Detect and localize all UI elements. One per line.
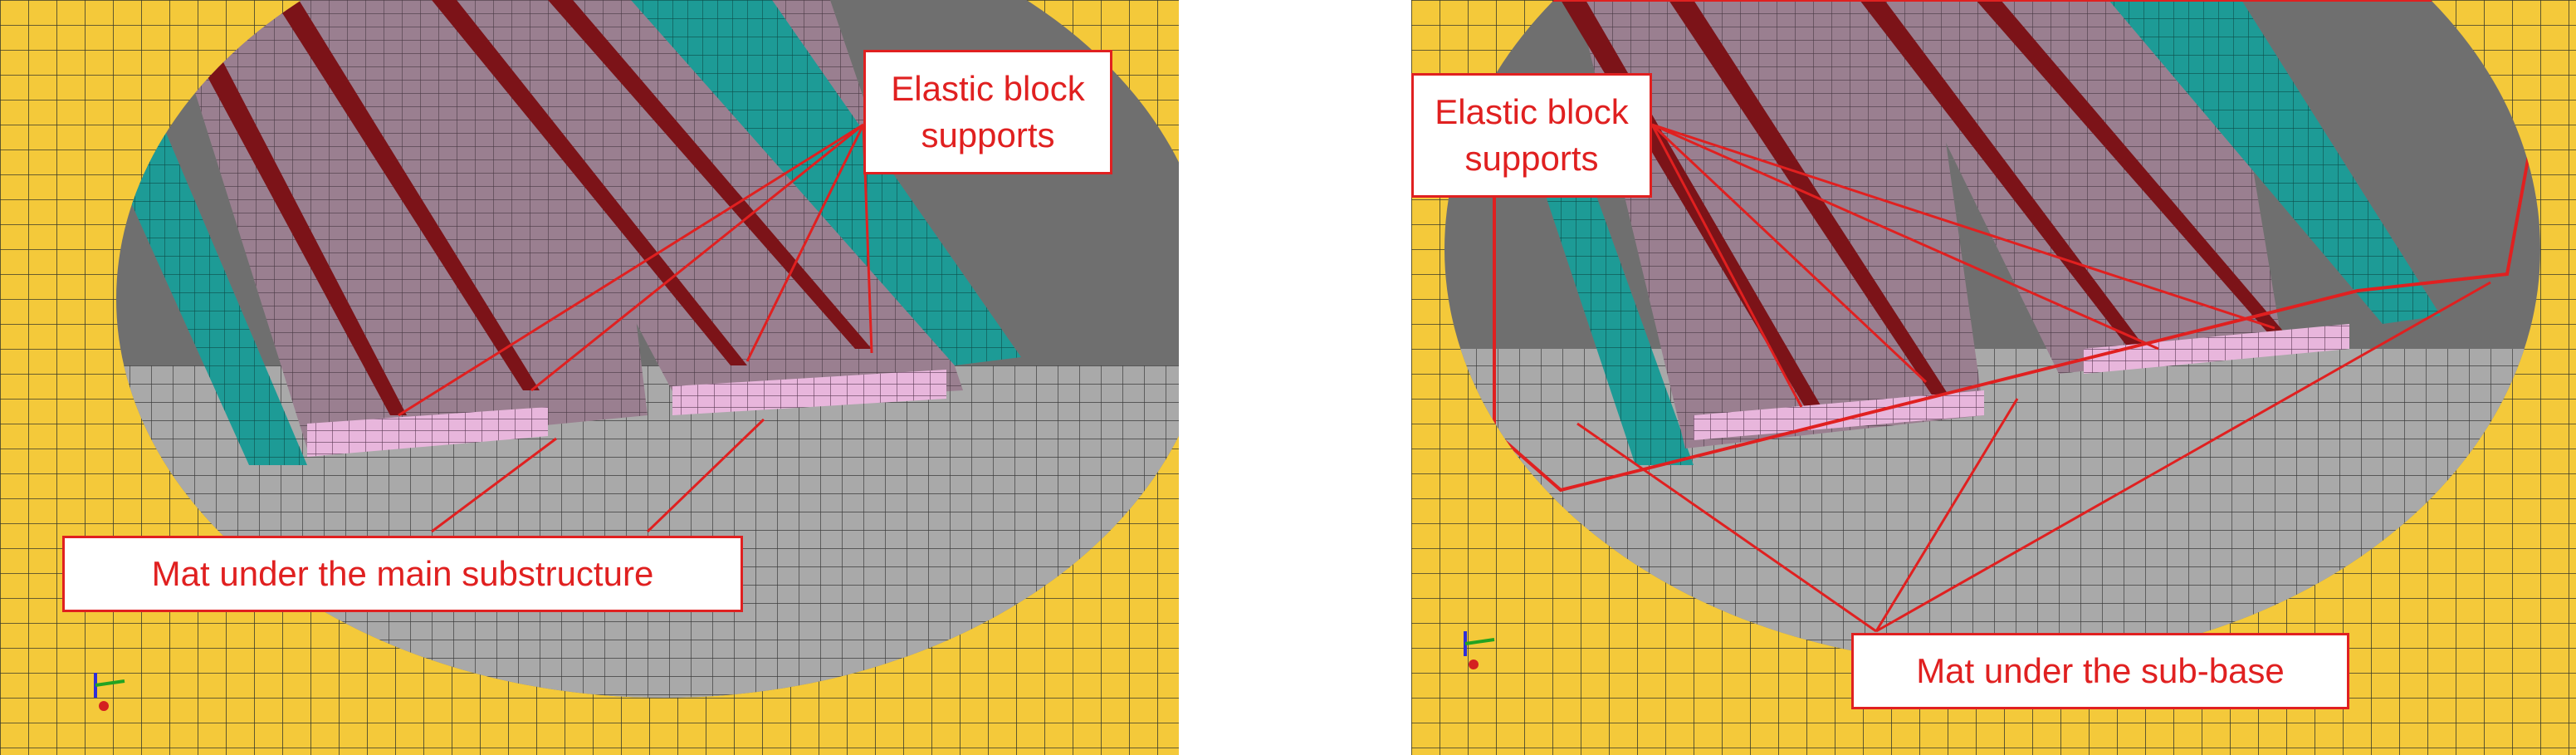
rail <box>166 0 407 415</box>
side-wall-right <box>631 0 1021 365</box>
side-wall-right <box>2109 0 2441 324</box>
rail-slab-right <box>1876 0 2283 374</box>
elastic-block-supports-label: Elastic block supports <box>863 50 1112 174</box>
right-panel: Elastic block supports Mat under the sub… <box>1411 0 2576 755</box>
leader-lines <box>398 123 873 533</box>
side-wall-left <box>116 133 307 465</box>
mat-label: Mat under the sub-base <box>1851 633 2349 709</box>
elastic-block-supports-label: Elastic block supports <box>1411 73 1652 198</box>
rail <box>548 0 872 349</box>
rail-slab-left <box>1577 0 1984 449</box>
elastic-pad <box>2084 324 2349 374</box>
rail <box>432 0 747 365</box>
leader-lines <box>1576 123 2491 633</box>
left-panel: Elastic block supports Mat under the mai… <box>0 0 1179 755</box>
mat-label: Mat under the main substructure <box>62 536 743 612</box>
elastic-pad <box>672 370 946 415</box>
axis-triad-icon <box>94 673 125 711</box>
rail <box>274 0 540 390</box>
axis-triad-icon <box>1464 631 1495 669</box>
side-wall-left <box>1536 166 1694 465</box>
rail <box>1976 0 2291 341</box>
rail <box>1669 0 1951 399</box>
rail <box>1860 0 2158 365</box>
elastic-pad <box>307 407 548 457</box>
